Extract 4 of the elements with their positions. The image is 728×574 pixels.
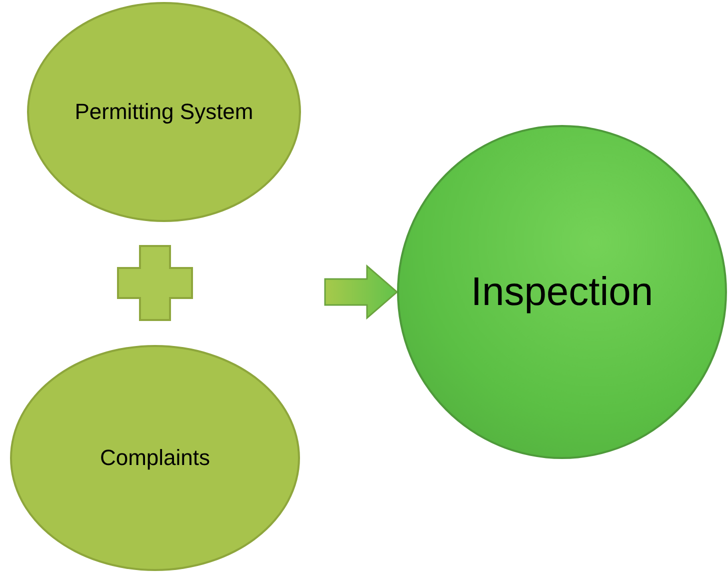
node-label: Complaints	[98, 444, 212, 472]
block-arrow	[324, 264, 398, 320]
node-label: Inspection	[470, 269, 654, 316]
node-label: Permitting System	[74, 98, 254, 126]
